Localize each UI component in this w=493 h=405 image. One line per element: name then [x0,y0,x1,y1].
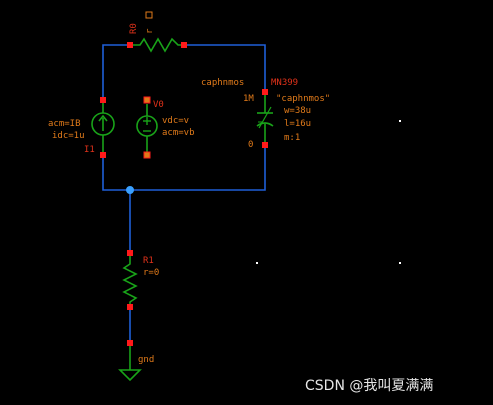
current-source-acm: acm=IB [48,119,81,129]
ground-label: gnd [138,355,154,365]
resistor-r1-name: R1 [143,256,154,266]
wire-junction [126,186,134,194]
capacitor-terminal: 0 [248,140,253,150]
capacitor-cell: caphnmos [201,78,244,88]
wires [102,44,266,343]
resistor-r0-value: r [145,28,155,34]
watermark-text: CSDN @我叫夏满满 [305,378,433,394]
wire-bottom-loop [102,145,266,191]
capacitor-length: l=16u [284,119,311,129]
grid-dots [256,120,401,264]
capacitor-mn399[interactable]: caphnmos MN399 1M "caphnmos" w=38u l=16u… [201,78,330,150]
resistor-r0-name: R0 [129,23,139,34]
voltage-source-acm: acm=vb [162,128,195,138]
capacitor-m: m:1 [284,133,300,143]
current-source-i1[interactable]: acm=IB idc=1u I1 [48,97,115,158]
current-source-idc: idc=1u [52,131,85,141]
wire-top-right [184,44,266,92]
current-source-name: I1 [84,145,95,155]
resistor-r1-value: r=0 [143,268,159,278]
ground-symbol[interactable]: gnd [118,340,154,382]
capacitor-model: "caphnmos" [276,94,330,104]
resistor-r1[interactable]: R1 r=0 [122,250,159,310]
capacitor-width: w=38u [284,106,311,116]
voltage-source-v0[interactable]: V0 vdc=v acm=vb [136,96,195,159]
voltage-source-name: V0 [153,100,164,110]
wire-top-left [102,44,130,100]
resistor-r0[interactable]: R0 r [127,11,187,53]
capacitor-name: MN399 [271,78,298,88]
voltage-source-vdc: vdc=v [162,116,189,126]
capacitor-multiplier: 1M [243,94,254,104]
